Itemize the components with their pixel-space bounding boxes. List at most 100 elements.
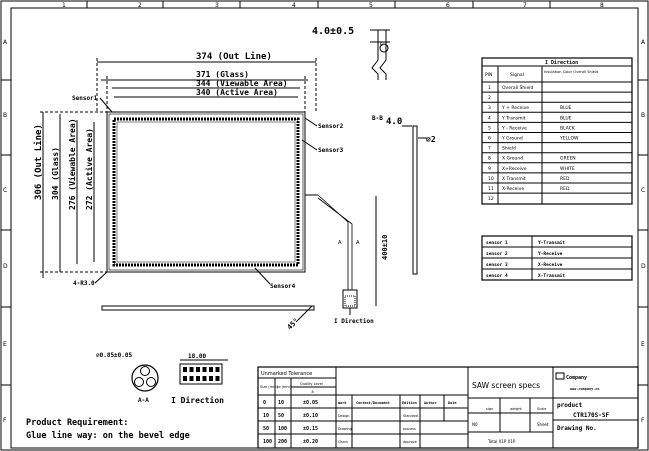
connector-pin bbox=[196, 376, 200, 381]
dim-out-line-width: 374 (Out Line) bbox=[196, 51, 272, 62]
dim-active-width: 340 (Active Area) bbox=[196, 87, 278, 97]
col-label-8: 8 bbox=[600, 2, 604, 9]
record-row-label: Drawing bbox=[338, 427, 352, 431]
dim-thickness: 4.0±0.5 bbox=[312, 26, 354, 37]
row-markers: A B C D E F A B C D E F bbox=[1, 39, 648, 424]
dim-edge-radius: 4-R3.0 bbox=[73, 280, 95, 287]
tolerance-value: ±0.10 bbox=[303, 413, 318, 419]
connector-pin bbox=[209, 376, 213, 381]
col-label-7: 7 bbox=[523, 2, 527, 9]
tolerance-value: ±0.20 bbox=[303, 439, 318, 445]
tolerance-size: 50 bbox=[263, 426, 269, 432]
product-code: CTR170S-SF bbox=[573, 412, 610, 419]
pin-signal: X Ground bbox=[502, 156, 523, 162]
connector-detail: 18.00 I Direction bbox=[171, 353, 228, 405]
side-view: 45° bbox=[101, 305, 315, 331]
cable-length-dim: 400±10 A A I Direction bbox=[334, 196, 389, 325]
row-label-b: B bbox=[3, 112, 7, 119]
pin-number: 3 bbox=[488, 105, 491, 111]
row-label-c-right: C bbox=[641, 187, 645, 194]
pin-color: BLUE bbox=[560, 115, 572, 121]
connector-pin bbox=[202, 367, 207, 372]
tolerance-value: ±0.05 bbox=[303, 400, 318, 406]
spec-total: Total X1P X1P bbox=[487, 439, 516, 444]
dim-diameter: ⌀2 bbox=[426, 135, 436, 144]
panel-outline bbox=[106, 111, 306, 273]
dim-cable-length: 400±10 bbox=[381, 235, 389, 260]
pin-number: 6 bbox=[488, 136, 491, 142]
tolerance-size: 0 bbox=[263, 400, 266, 406]
tolerance-h4: ± bbox=[311, 389, 314, 394]
touch-panel-front-view bbox=[106, 111, 358, 309]
record-col-header: Date bbox=[448, 401, 456, 405]
row-label-d-right: D bbox=[641, 263, 646, 270]
pin-color: YELLOW bbox=[559, 136, 579, 142]
drawing-number: Drawing No. bbox=[557, 425, 597, 432]
row-label-e-right: E bbox=[641, 341, 645, 348]
pin-number: 2 bbox=[488, 95, 491, 101]
record-col-header: Edition bbox=[402, 401, 417, 405]
side-view-bar bbox=[101, 305, 315, 311]
row-label-c: C bbox=[3, 187, 7, 194]
sensor-labels: Sensor1 Sensor2 Sensor3 Sensor4 4-R3.0 bbox=[72, 95, 344, 290]
label-sensor1: Sensor1 bbox=[72, 95, 98, 102]
label-sensor4: Sensor4 bbox=[270, 283, 296, 290]
column-markers: 1 2 3 4 5 6 7 8 bbox=[62, 1, 604, 9]
tolerance-value: ±0.15 bbox=[303, 426, 318, 432]
pin-number: 5 bbox=[488, 125, 491, 131]
label-bb: B-B bbox=[372, 115, 383, 122]
sensor-table-name: sensor 4 bbox=[486, 273, 508, 279]
pin-number: 4 bbox=[488, 115, 491, 121]
pin-color: BLACK bbox=[560, 125, 576, 131]
record-row-label-2: Approve bbox=[403, 440, 417, 444]
connector-pin bbox=[202, 376, 207, 381]
pin-header-pin: PIN bbox=[485, 72, 492, 78]
connector-pin bbox=[183, 376, 187, 381]
pin-signal: X+Receive bbox=[502, 166, 527, 172]
dim-cable-diameter: ⌀0.85±0.05 bbox=[96, 352, 133, 359]
inner-frame bbox=[10, 7, 639, 449]
tolerance-h2: to (mm) bbox=[277, 385, 292, 389]
connector-pin bbox=[209, 367, 213, 372]
col-label-4: 4 bbox=[292, 2, 296, 9]
dim-glass-height: 304 (Glass) bbox=[51, 147, 60, 200]
pin-table-title: I Direction bbox=[545, 60, 578, 66]
spec-title: SAW screen specs bbox=[472, 381, 540, 390]
cable-cross-section: ⌀0.85±0.05 A-A bbox=[96, 352, 159, 404]
spec-sign: sign bbox=[486, 407, 493, 411]
record-row-label: Check bbox=[338, 440, 348, 444]
section-mark-a1: A bbox=[338, 240, 342, 246]
pin-color: RED bbox=[560, 186, 570, 192]
spec-scale: Scale bbox=[537, 407, 546, 411]
connector-pin bbox=[215, 376, 220, 381]
panel-viewable-area bbox=[116, 121, 296, 263]
section-mark-a2: A bbox=[356, 240, 360, 246]
label-sensor2: Sensor2 bbox=[318, 123, 344, 130]
dim-viewable-height: 276 (Viewable Area) bbox=[67, 118, 77, 210]
connector-pin bbox=[196, 367, 200, 372]
row-label-f-right: F bbox=[641, 417, 645, 424]
record-row-label: Design bbox=[338, 414, 349, 418]
pin-number: 1 bbox=[488, 85, 491, 91]
pin-header-signal: Signal bbox=[510, 72, 524, 78]
pin-color: GREEN bbox=[560, 156, 576, 162]
spec-sheet: Sheet bbox=[537, 422, 549, 427]
connector-pin bbox=[189, 376, 194, 381]
sensor-table-signal: X-Transmit bbox=[538, 273, 565, 279]
horizontal-dimensions: 374 (Out Line) 371 (Glass) 344 (Viewable… bbox=[96, 51, 317, 112]
record-col-header: Content/Document bbox=[356, 401, 390, 405]
row-label-e: E bbox=[3, 341, 7, 348]
vertical-dimensions: 306 (Out Line) 304 (Glass) 276 (Viewable… bbox=[33, 111, 107, 278]
row-label-f: F bbox=[3, 417, 7, 424]
tolerance-to: 200 bbox=[278, 439, 287, 445]
connector-pin bbox=[189, 367, 194, 372]
tolerance-size: 100 bbox=[263, 439, 272, 445]
label-i-direction-2: I Direction bbox=[171, 395, 224, 405]
row-label-a: A bbox=[3, 39, 8, 46]
record-col-header: mark bbox=[338, 401, 347, 405]
tolerance-title: Unmarked Tolerance bbox=[261, 371, 312, 377]
sensor-table-name: sensor 3 bbox=[486, 262, 508, 268]
